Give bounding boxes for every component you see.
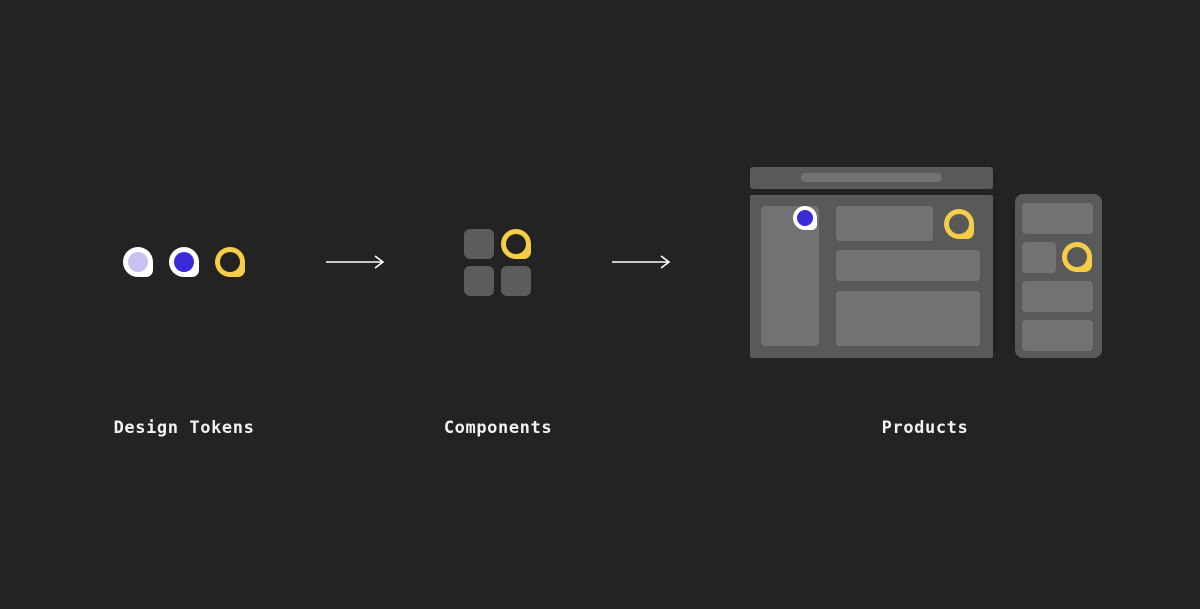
address-bar bbox=[801, 173, 942, 182]
components-label: Components bbox=[443, 418, 553, 438]
component-tile bbox=[464, 229, 494, 259]
mobile-device bbox=[1015, 194, 1102, 358]
browser-window bbox=[750, 195, 993, 358]
arrow-right-icon bbox=[326, 255, 385, 269]
yellow-pin-icon bbox=[215, 247, 245, 277]
design-tokens-label: Design Tokens bbox=[113, 418, 255, 438]
mobile-card bbox=[1022, 203, 1093, 234]
mobile-card bbox=[1022, 242, 1056, 273]
content-card bbox=[836, 206, 933, 241]
yellow-pin-icon bbox=[1062, 242, 1092, 272]
mobile-card bbox=[1022, 281, 1093, 312]
content-card bbox=[836, 250, 980, 281]
products-label: Products bbox=[881, 418, 969, 438]
purple-pin-icon bbox=[793, 206, 817, 230]
component-tile bbox=[501, 266, 531, 296]
mobile-card bbox=[1022, 320, 1093, 351]
arrow-right-icon bbox=[612, 255, 671, 269]
yellow-pin-icon bbox=[501, 229, 531, 259]
purple-pin-icon bbox=[169, 247, 199, 277]
light-purple-pin-icon bbox=[123, 247, 153, 277]
browser-toolbar bbox=[750, 167, 993, 189]
yellow-pin-icon bbox=[944, 209, 974, 239]
content-card bbox=[836, 291, 980, 346]
component-tile bbox=[464, 266, 494, 296]
